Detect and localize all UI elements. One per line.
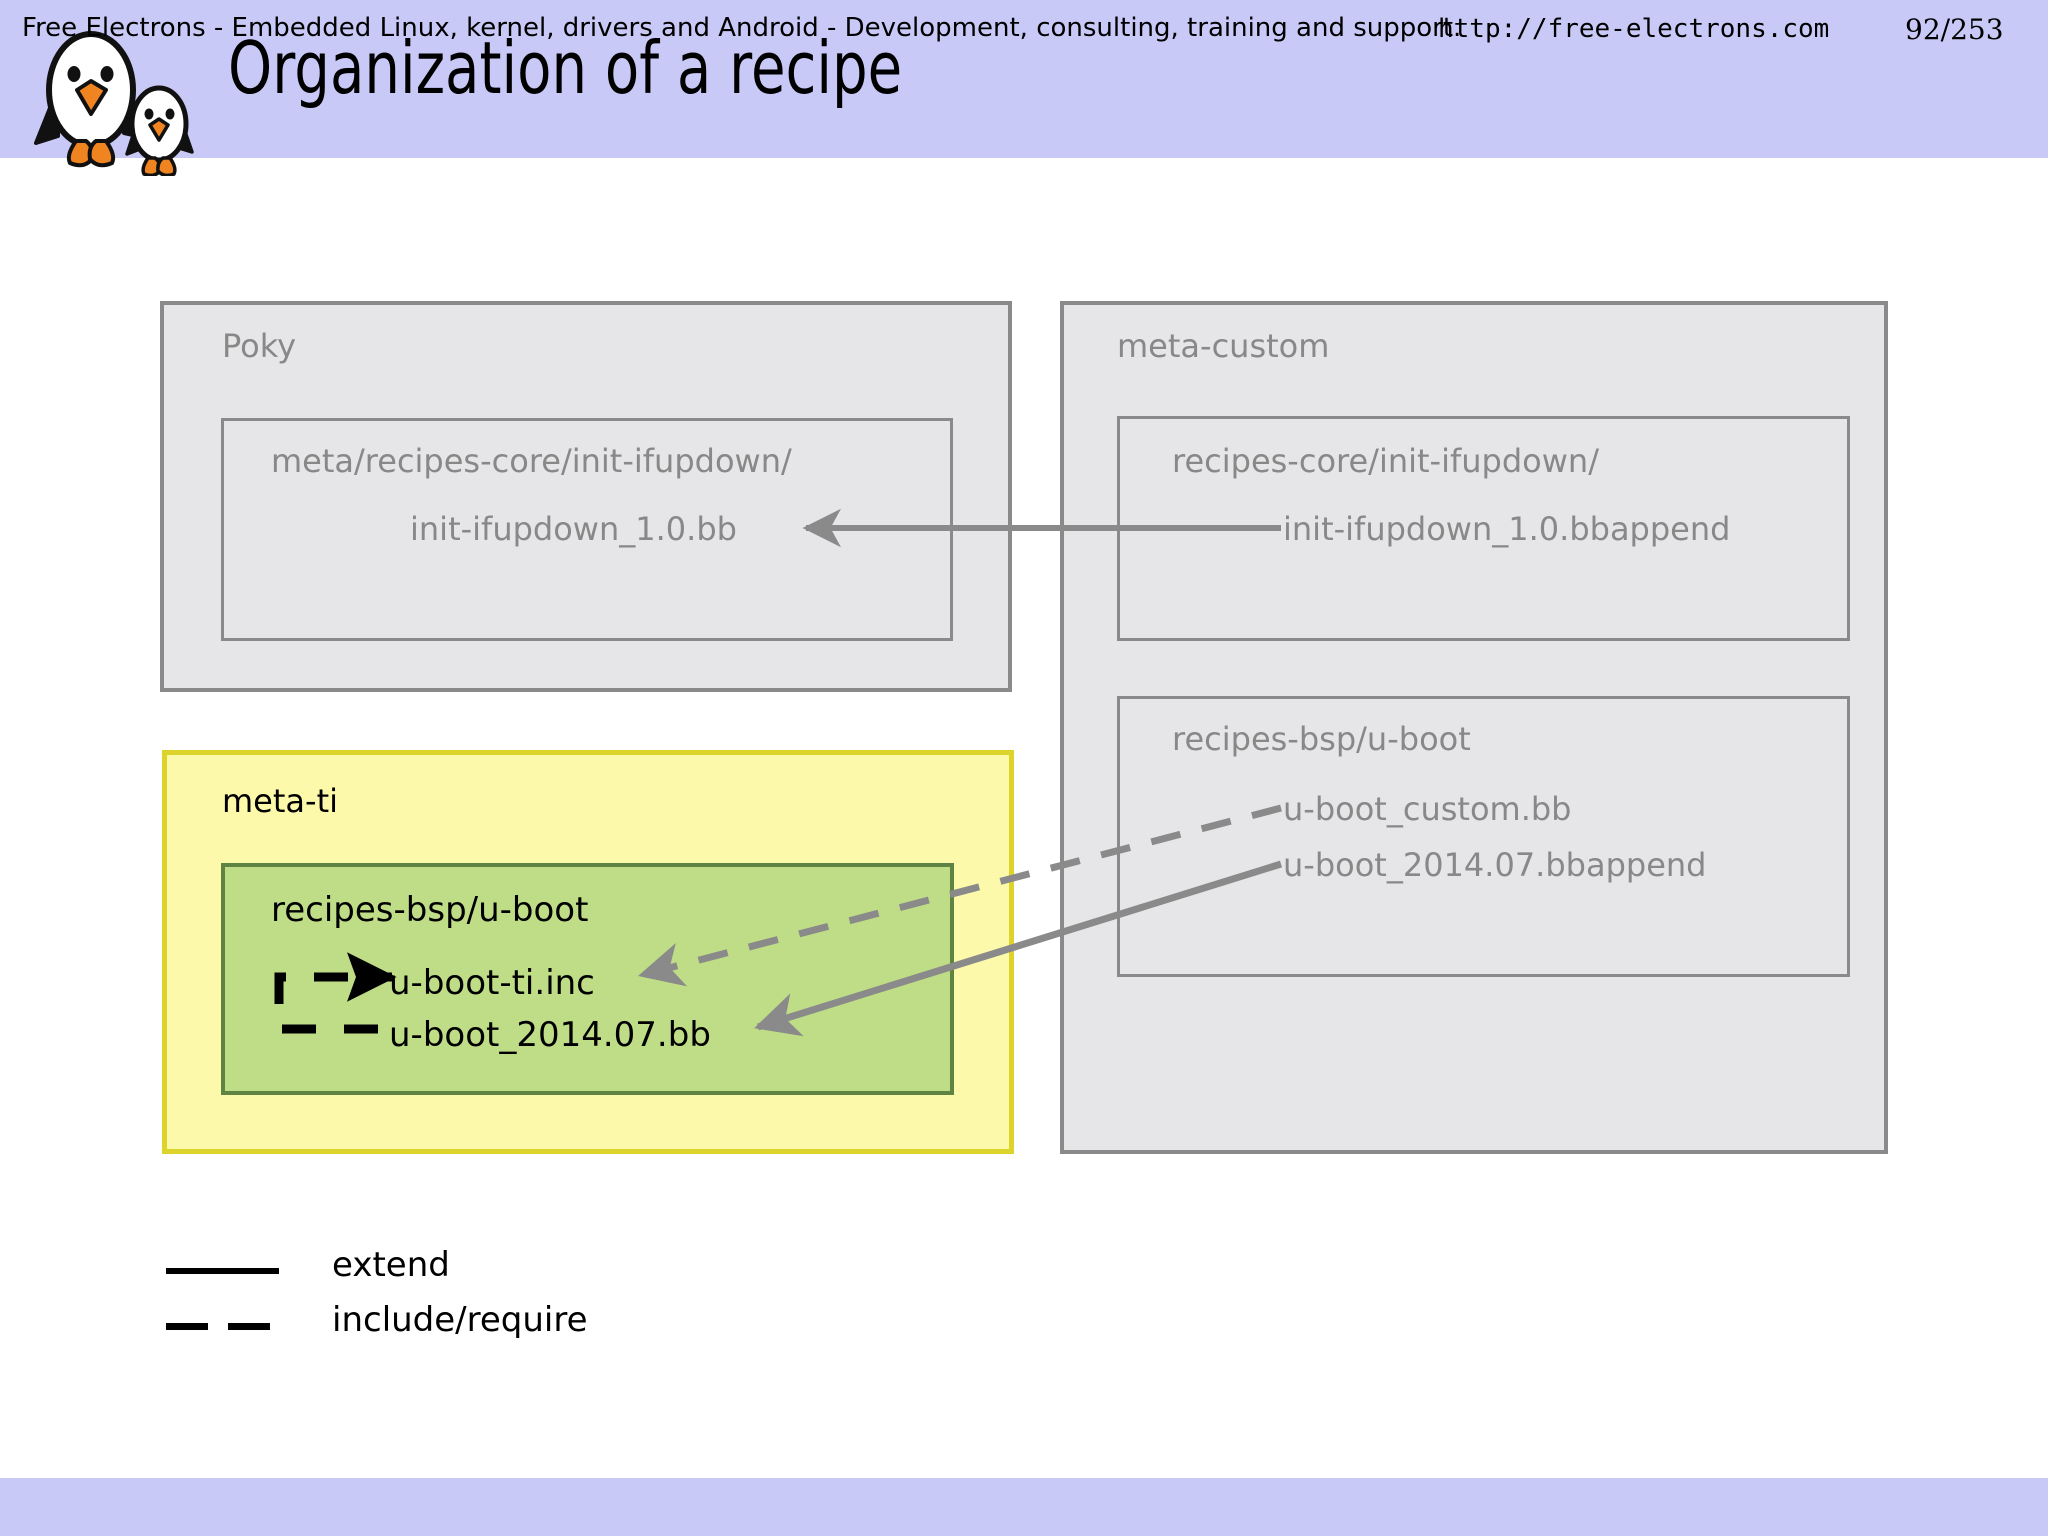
directory-path-ti-u-boot: recipes-bsp/u-boot [271,890,589,930]
page-title: Organization of a recipe [228,26,903,110]
file-init-ifupdown-bbappend: init-ifupdown_1.0.bbappend [1283,510,1731,548]
legend-line-dashed-a [166,1323,208,1330]
footer-url[interactable]: http://free-electrons.com [1438,14,1830,44]
directory-path-poky-init-ifupdown: meta/recipes-core/init-ifupdown/ [271,442,792,480]
layer-label-poky: Poky [222,327,297,365]
legend-label-extend: extend [332,1245,450,1285]
file-u-boot-2014-bb: u-boot_2014.07.bb [389,1015,711,1055]
file-u-boot-ti-inc: u-boot-ti.inc [389,963,595,1003]
file-u-boot-2014-bbappend: u-boot_2014.07.bbappend [1283,846,1707,884]
free-electrons-penguins-logo [34,31,194,176]
footer-band [0,1478,2048,1536]
layer-label-meta-custom: meta-custom [1117,327,1330,365]
file-init-ifupdown-bb: init-ifupdown_1.0.bb [410,510,737,548]
footer-text: Free Electrons - Embedded Linux, kernel,… [22,13,1462,43]
legend-line-solid [166,1268,279,1274]
footer-page-number: 92/253 [1905,13,2004,46]
legend-line-dashed-b [228,1323,270,1330]
directory-path-custom-u-boot: recipes-bsp/u-boot [1172,720,1471,758]
legend-label-include-require: include/require [332,1300,588,1340]
directory-path-custom-init-ifupdown: recipes-core/init-ifupdown/ [1172,442,1599,480]
header-band [0,0,2048,158]
layer-label-meta-ti: meta-ti [222,782,338,820]
file-u-boot-custom-bb: u-boot_custom.bb [1283,790,1572,828]
